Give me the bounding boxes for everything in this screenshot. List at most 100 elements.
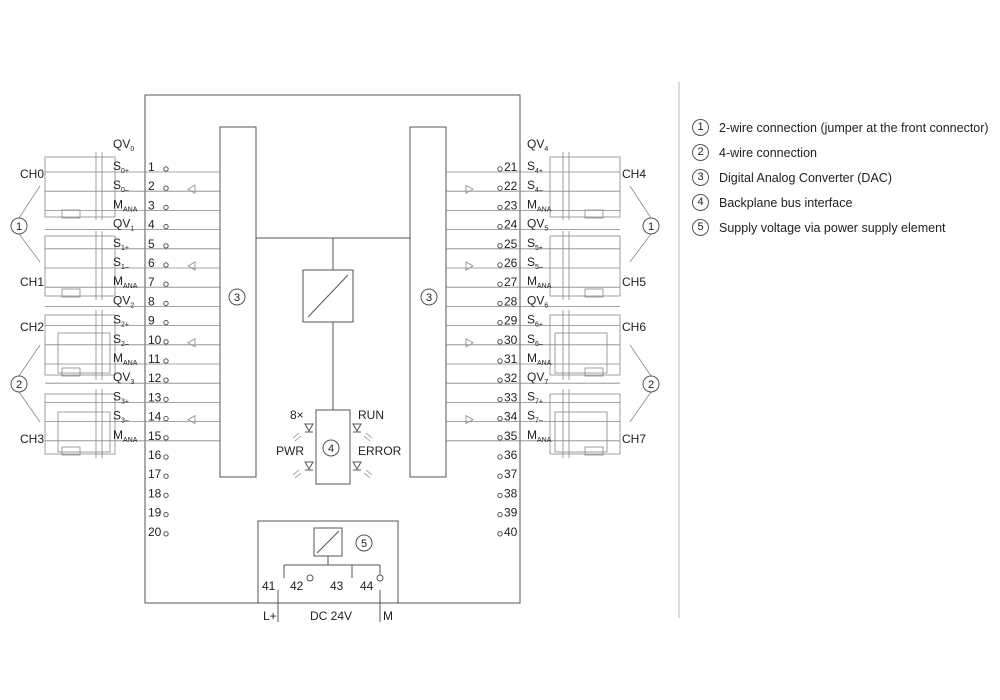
terminal-row: S4–22 bbox=[446, 178, 620, 194]
led-diode-error-bottom bbox=[352, 461, 373, 479]
terminal-row: S7–34 bbox=[446, 409, 620, 425]
svg-text:4: 4 bbox=[148, 218, 155, 232]
terminal-44 bbox=[376, 574, 384, 582]
legend-item: 2 4-wire connection bbox=[692, 140, 992, 165]
supply-pin-41: 41 bbox=[262, 579, 276, 593]
svg-text:13: 13 bbox=[148, 390, 162, 404]
qv4-label: QV4 bbox=[527, 137, 548, 153]
svg-text:QV7: QV7 bbox=[527, 370, 548, 386]
svg-text:19: 19 bbox=[148, 506, 162, 520]
terminal-row: 39 bbox=[497, 506, 518, 520]
svg-text:S3–: S3– bbox=[113, 409, 129, 425]
legend-item: 4 Backplane bus interface bbox=[692, 190, 992, 215]
svg-text:2: 2 bbox=[648, 379, 654, 391]
svg-text:8: 8 bbox=[148, 294, 155, 308]
svg-text:S1–: S1– bbox=[113, 255, 129, 271]
channel-group-ch6 bbox=[549, 314, 621, 377]
svg-text:28: 28 bbox=[504, 294, 518, 308]
channel-group-ch3 bbox=[44, 393, 116, 456]
channel-label-ch4: CH4 bbox=[622, 167, 646, 181]
channel-group-ch2 bbox=[44, 314, 116, 377]
supply-pin-42: 42 bbox=[290, 579, 304, 593]
terminal-row: S4+ 21 bbox=[446, 159, 620, 175]
svg-text:23: 23 bbox=[504, 198, 518, 212]
svg-text:MANA: MANA bbox=[527, 351, 552, 367]
supply-dc-label: DC 24V bbox=[310, 609, 352, 623]
svg-text:3: 3 bbox=[148, 198, 155, 212]
terminal-row: 38 bbox=[497, 486, 518, 500]
svg-text:9: 9 bbox=[148, 314, 155, 328]
svg-text:S5–: S5– bbox=[527, 255, 543, 271]
svg-text:S5+: S5+ bbox=[527, 236, 543, 252]
svg-text:35: 35 bbox=[504, 429, 518, 443]
legend-number: 2 bbox=[692, 144, 709, 161]
svg-text:S7–: S7– bbox=[527, 409, 543, 425]
legend-text: 4-wire connection bbox=[719, 145, 817, 160]
svg-text:39: 39 bbox=[504, 506, 518, 520]
supply-pin-44: 44 bbox=[360, 579, 374, 593]
svg-text:29: 29 bbox=[504, 314, 518, 328]
legend-number: 5 bbox=[692, 219, 709, 236]
terminal-row: QV2 8 bbox=[45, 293, 220, 309]
terminal-row: S2+ 9 bbox=[45, 313, 220, 329]
terminal-row: S3+13 bbox=[45, 389, 220, 405]
terminal-row: 36 bbox=[497, 448, 518, 462]
svg-text:31: 31 bbox=[504, 352, 518, 366]
svg-text:21: 21 bbox=[504, 160, 518, 174]
callout-two-wire-left: 1 bbox=[10, 185, 41, 263]
svg-text:S1+: S1+ bbox=[113, 236, 129, 252]
svg-text:15: 15 bbox=[148, 429, 162, 443]
led-error-label: ERROR bbox=[358, 444, 402, 458]
svg-text:S4–: S4– bbox=[527, 178, 543, 194]
channel-label-ch3: CH3 bbox=[20, 432, 44, 446]
svg-text:QV2: QV2 bbox=[113, 293, 134, 309]
terminal-row: S5–26 bbox=[446, 255, 620, 271]
svg-text:1: 1 bbox=[648, 221, 654, 233]
channel-label-ch2: CH2 bbox=[20, 320, 44, 334]
svg-text:14: 14 bbox=[148, 410, 162, 424]
svg-text:S2–: S2– bbox=[113, 332, 129, 348]
legend-text: 2-wire connection (jumper at the front c… bbox=[719, 120, 989, 135]
svg-text:17: 17 bbox=[148, 467, 162, 481]
svg-text:7: 7 bbox=[148, 275, 155, 289]
supply-lplus-label: L+ bbox=[263, 609, 277, 623]
terminal-row: 37 bbox=[497, 467, 518, 481]
terminal-row: 19 bbox=[148, 506, 169, 520]
legend: 1 2-wire connection (jumper at the front … bbox=[692, 115, 992, 240]
svg-text:S4+: S4+ bbox=[527, 159, 543, 175]
supply-converter-diagonal bbox=[316, 530, 340, 554]
svg-text:3: 3 bbox=[426, 292, 432, 304]
channel-group-ch5 bbox=[549, 235, 621, 298]
svg-text:S2+: S2+ bbox=[113, 313, 129, 329]
svg-text:6: 6 bbox=[148, 256, 155, 270]
svg-text:QV5: QV5 bbox=[527, 217, 548, 233]
legend-item: 5 Supply voltage via power supply element bbox=[692, 215, 992, 240]
legend-text: Supply voltage via power supply element bbox=[719, 220, 946, 235]
terminal-row: S1– 6 bbox=[45, 255, 220, 271]
legend-number: 3 bbox=[692, 169, 709, 186]
svg-text:S0–: S0– bbox=[113, 178, 129, 194]
svg-text:1: 1 bbox=[16, 221, 22, 233]
legend-number: 1 bbox=[692, 119, 709, 136]
terminal-row: S0–2 bbox=[45, 178, 220, 194]
legend-number: 4 bbox=[692, 194, 709, 211]
svg-text:38: 38 bbox=[504, 486, 518, 500]
svg-text:MANA: MANA bbox=[113, 351, 138, 367]
svg-text:5: 5 bbox=[361, 538, 367, 550]
terminal-row: S6–30 bbox=[446, 332, 620, 348]
svg-text:20: 20 bbox=[148, 525, 162, 539]
legend-text: Backplane bus interface bbox=[719, 195, 853, 210]
callout-four-wire-right: 2 bbox=[629, 344, 660, 423]
terminal-row: 17 bbox=[148, 467, 169, 481]
svg-text:18: 18 bbox=[148, 486, 162, 500]
svg-text:S6+: S6+ bbox=[527, 313, 543, 329]
dac-block-left bbox=[219, 126, 257, 478]
svg-text:27: 27 bbox=[504, 275, 518, 289]
callout-backplane: 4 bbox=[322, 439, 340, 457]
terminal-row: 40 bbox=[497, 525, 518, 539]
